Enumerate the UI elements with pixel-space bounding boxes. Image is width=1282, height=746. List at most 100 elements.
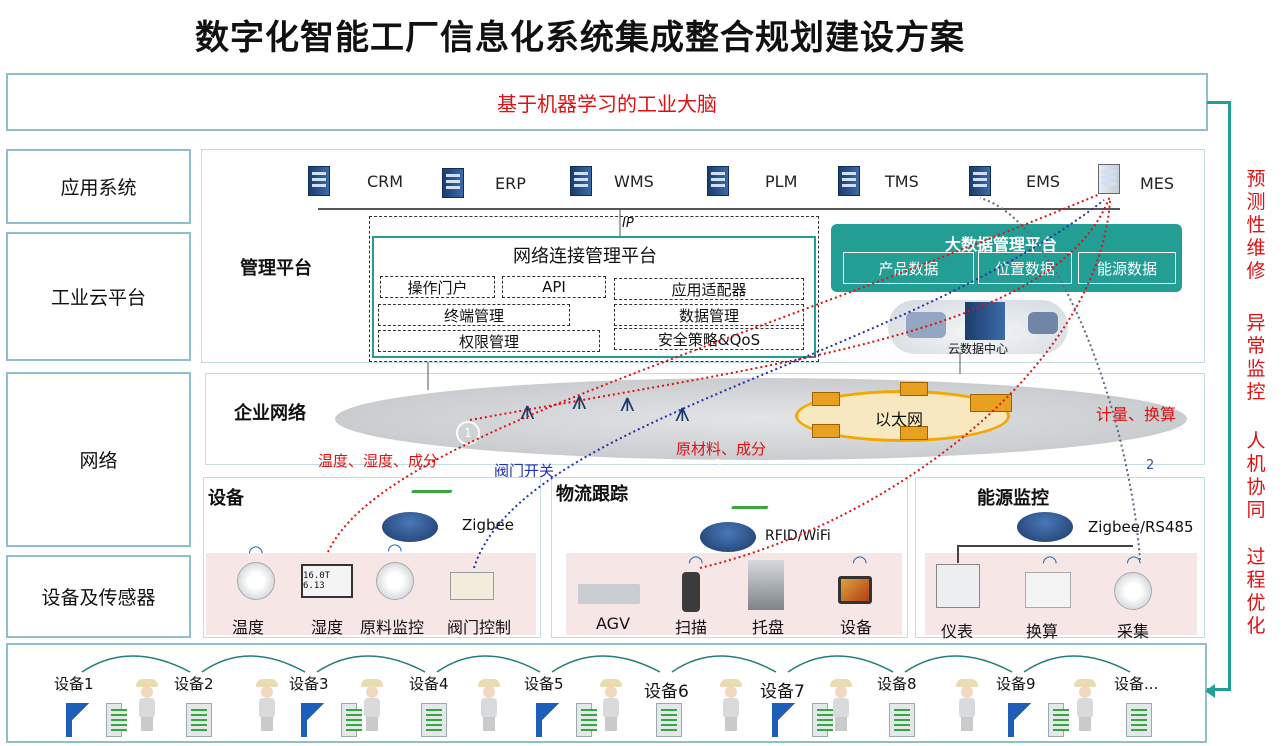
blue-dotted-curve [473,199,1105,569]
bigdata-cell-energy-text: 能源数据 [1096,259,1157,278]
energy-item-collect: 采集 [1117,622,1150,641]
industrial-brain-banner: 基于机器学习的工业大脑 [6,73,1208,131]
cloud-server-icon [965,302,1005,340]
platform-cell-data: 数据管理 [614,304,804,326]
worker-icon [956,679,978,731]
control-cabinet-icon [421,703,447,737]
worker-icon [478,679,500,731]
bigdata-platform [831,224,1182,292]
bottom-arc [1023,655,1131,673]
platform-cell-data-text: 数据管理 [678,306,739,325]
bottom-arc [201,655,306,673]
control-cabinet-icon [889,703,915,737]
platform-cell-api-text: API [542,278,566,296]
platform-cell-terminal-text: 终端管理 [443,306,504,325]
worker-icon [136,679,158,731]
red-dotted-curve-1 [327,193,1101,553]
bottom-arc [787,655,894,673]
ethernet-label: 以太网 [875,410,924,429]
robot-arm-icon [66,703,127,737]
gray-dotted-curve [979,197,1141,561]
industrial-brain-label: 基于机器学习的工业大脑 [497,91,717,116]
application-cloud-frame [201,149,1205,363]
platform-cell-portal-text: 操作门户 [407,278,468,297]
right-group-predictive: 预测性维修 [1246,168,1266,282]
converter-icon [1025,572,1071,608]
pallet-icon [748,560,784,610]
left-label-devices-sensors-text: 设备及传感器 [41,587,156,609]
bottom-arc [904,655,1013,673]
logistics-item-scan: 扫描 [675,618,708,637]
worker-icon [720,679,742,731]
bottom-arc [81,655,191,673]
left-label-network: 网络 [6,372,191,547]
enterprise-network-label: 企业网络 [234,403,306,424]
wifi-icon: ◠ [688,552,704,573]
bigdata-cell-energy: 能源数据 [1078,252,1176,284]
left-label-devices-sensors: 设备及传感器 [6,555,191,638]
bottom-arc [551,655,661,673]
worker-icon [1074,679,1096,731]
ip-region [369,216,819,362]
worker-icon [830,679,852,731]
platform-cell-terminal: 终端管理 [378,304,570,326]
logistics-item-pallet: 托盘 [752,618,785,637]
control-cabinet-icon [812,703,833,737]
energy-bus-drop [957,545,959,563]
robot-arm-icon [536,703,597,737]
energy-section [915,477,1205,638]
bottom-device-label: 设备7 [760,682,805,702]
left-label-cloud-platform: 工业云平台 [6,232,191,361]
annot-num3: 3 [714,457,722,471]
bottom-device-label: 设备3 [289,675,329,693]
bottom-arc [316,655,426,673]
wifi-icon: ◠ [1126,552,1142,573]
switch-icon [900,382,928,396]
switch-icon [812,424,840,438]
right-group-human-machine: 人机协同 [1246,430,1266,521]
bottom-device-label: 设备9 [996,675,1036,693]
red-dotted-curve-3 [469,195,1111,421]
server-icon-tms [838,166,860,196]
bottom-arcs [81,655,1131,673]
control-cabinet-icon [106,703,127,737]
left-label-network-text: 网络 [79,450,118,472]
device-item-temp: 温度 [232,618,265,637]
power-meter-icon [936,564,980,608]
worker-icon [600,679,622,731]
platform-cell-security-text: 安全策略&QoS [657,330,761,349]
material-monitor-icon [376,562,414,600]
device-item-material: 原料监控 [360,618,425,637]
humidity-meter-display: 16.0T 6.13 [303,571,331,591]
energy-bus-line [957,545,1133,547]
annot-metering: 计量、换算 [1096,405,1177,424]
bottom-device-label: 设备1 [54,675,94,693]
zigbee-rs485-label: Zigbee/RS485 [1088,518,1194,536]
control-cabinet-icon [1048,703,1069,737]
server-icon-ems [969,166,991,196]
system-mes: MES [1140,174,1175,193]
logistics-section [551,477,908,638]
antenna-icon: ⩚ [620,388,635,418]
control-cabinet-icon [341,703,362,737]
annot-temp-humid: 温度、湿度、成分 [318,452,439,470]
rfid-router-icon [700,522,756,552]
bigdata-cell-location-text: 位置数据 [994,259,1055,278]
ip-label: IP [622,216,634,231]
tablet-icon [838,576,872,604]
temp-sensor-icon [237,562,275,600]
energy-item-meter: 仪表 [941,622,974,641]
server-icon-plm [707,166,729,196]
device-section [203,477,541,638]
bottom-device-label: 设备2 [174,675,214,693]
energy-section-title: 能源监控 [977,488,1049,509]
system-bus-line [318,208,1120,210]
right-group-process: 过程优化 [1246,546,1266,637]
robot-arm-icon [772,703,833,737]
zigbee-label: Zigbee [462,516,514,534]
system-wms: WMS [614,172,654,191]
wifi-icon: ◠ [1042,552,1058,573]
net-conn-platform-title: 网络连接管理平台 [513,246,657,267]
cloud-db-icon [906,312,946,338]
zigbee-router-icon [382,512,438,542]
